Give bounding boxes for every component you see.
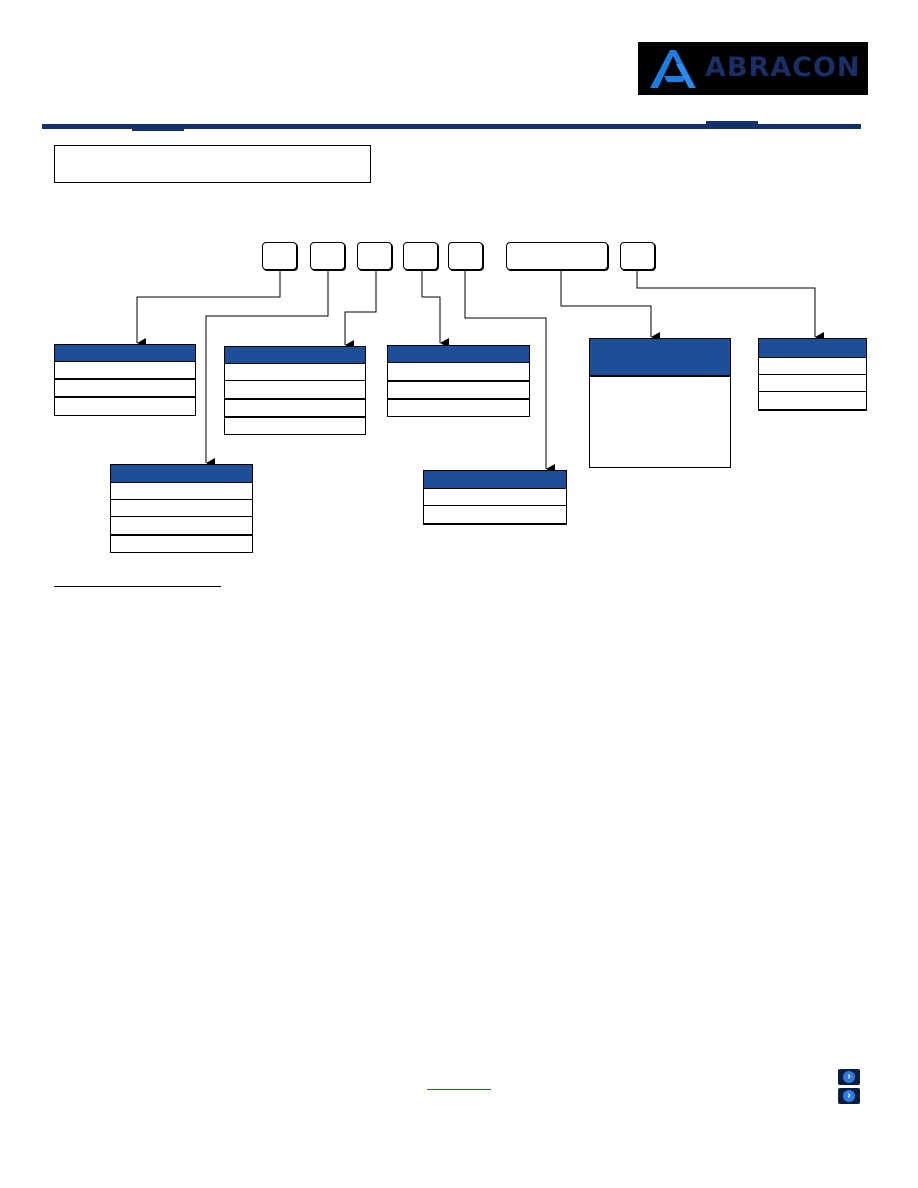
brand-logo-text: ABRACON [705, 52, 861, 83]
code-box-5 [448, 242, 483, 270]
table-header [758, 338, 867, 358]
section-heading-underline [54, 586, 221, 587]
table-row [224, 400, 366, 418]
table-header [590, 339, 730, 377]
code-box-1 [262, 242, 297, 270]
part-number-title-box [54, 145, 371, 183]
table-header [54, 344, 196, 362]
option-table-f [758, 338, 867, 411]
header-rule-accent-right [706, 121, 758, 124]
chevron-right-icon: › [843, 1071, 855, 1083]
table-row [224, 381, 366, 400]
table-row [110, 500, 253, 517]
table-header [110, 464, 253, 483]
table-header [423, 470, 567, 489]
table-row [387, 363, 530, 382]
table-header [387, 345, 530, 363]
table-row [387, 382, 530, 400]
table-row [110, 536, 253, 553]
abracon-a-mark-icon [650, 50, 696, 88]
code-box-6 [506, 242, 608, 270]
table-row [423, 506, 567, 525]
table-row [224, 418, 366, 435]
header-rule-accent-left [132, 129, 184, 131]
table-row [54, 398, 196, 416]
code-box-7 [620, 242, 655, 270]
table-row [54, 362, 196, 380]
header-rule [42, 124, 861, 129]
table-header [224, 346, 366, 364]
footer-link[interactable] [427, 1089, 491, 1090]
table-row [423, 489, 567, 506]
chevron-right-icon: › [843, 1090, 855, 1102]
table-row [387, 400, 530, 417]
table-row [758, 392, 867, 411]
nav-next-button-2[interactable]: › [838, 1088, 860, 1104]
table-row [758, 358, 867, 375]
nav-next-button-1[interactable]: › [838, 1069, 860, 1085]
code-box-4 [403, 242, 438, 270]
table-row [110, 517, 253, 536]
code-box-2 [310, 242, 345, 270]
code-box-3 [357, 242, 392, 270]
option-table-c [387, 345, 530, 417]
table-row [54, 380, 196, 398]
table-row [224, 364, 366, 381]
brand-logo: ABRACON [638, 42, 868, 95]
table-row [110, 483, 253, 500]
option-table-b [224, 346, 366, 435]
table-row [758, 375, 867, 392]
option-table-large [589, 338, 731, 468]
option-table-e [423, 470, 567, 525]
option-table-a [54, 344, 196, 416]
option-table-d [110, 464, 253, 553]
